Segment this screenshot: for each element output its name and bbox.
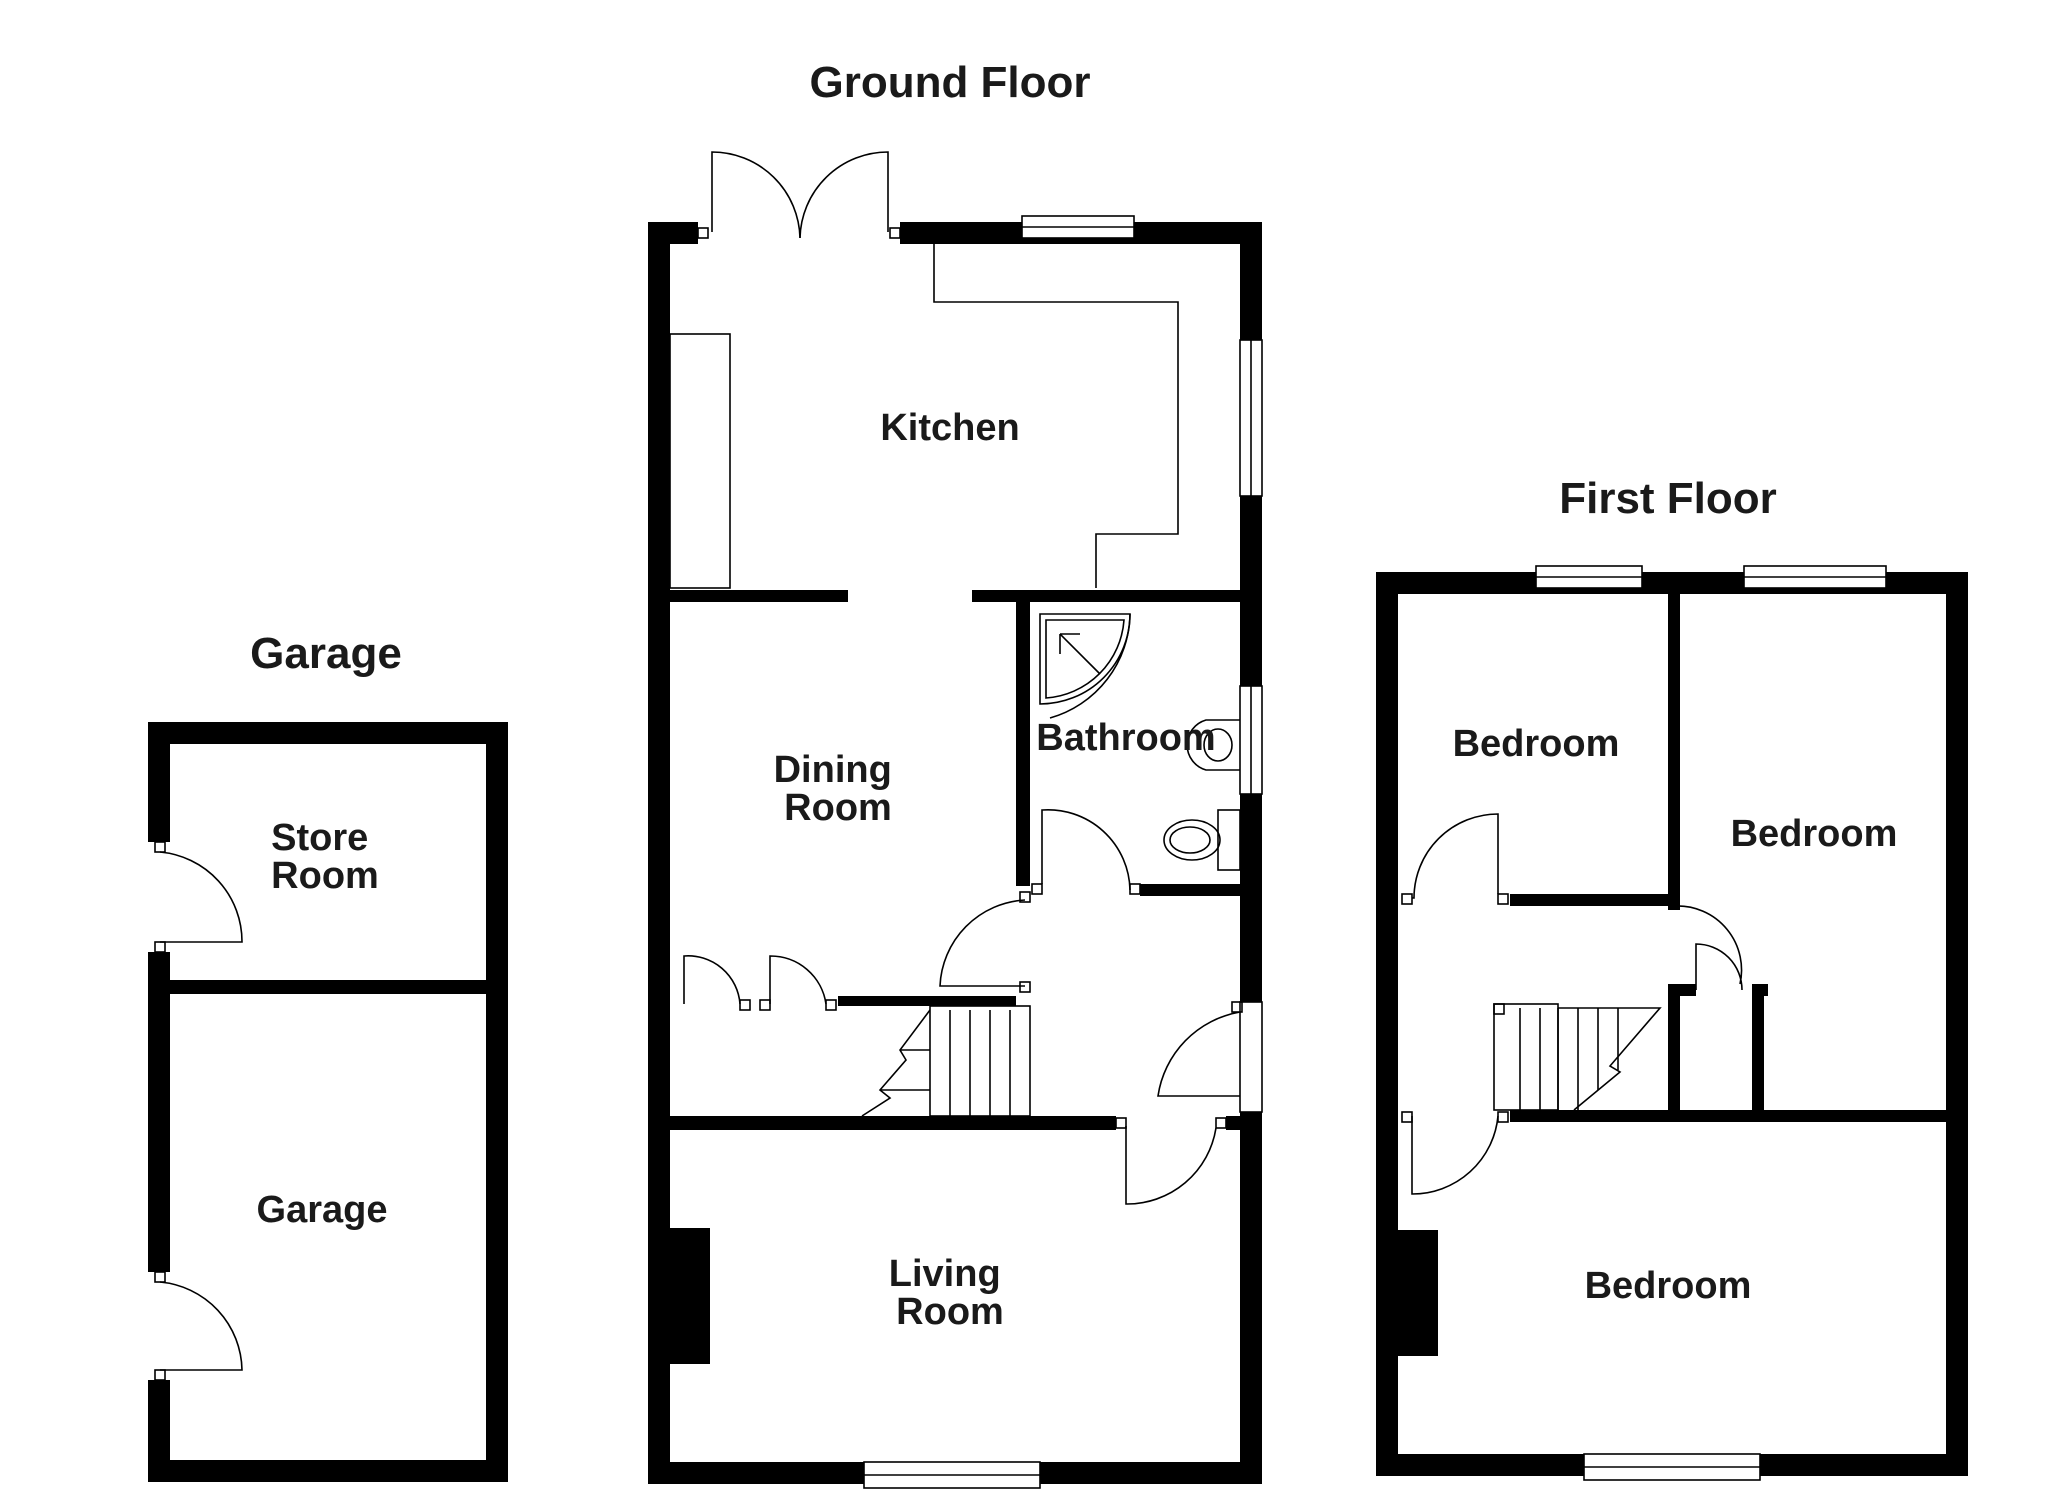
bedroom-3-label: Bedroom [1585, 1265, 1752, 1307]
first-floor-plan [1376, 565, 1968, 1481]
bathroom-label: Bathroom [1036, 717, 1215, 759]
living-room-label: Living Room [889, 1253, 1011, 1333]
first-floor-heading: First Floor [1559, 474, 1777, 523]
garage-heading: Garage [250, 629, 402, 678]
ground-floor-stairs [861, 1005, 1031, 1117]
garage-building [148, 722, 508, 1482]
first-floor-stairs [1493, 1003, 1662, 1111]
bedroom-1-label: Bedroom [1453, 723, 1620, 765]
store-room-label: Store Room [271, 817, 379, 897]
ground-floor-plan [648, 151, 1263, 1489]
dining-room-label: Dining Room [774, 749, 903, 829]
kitchen-label: Kitchen [880, 407, 1019, 449]
garage-room-label: Garage [257, 1189, 388, 1231]
bedroom-2-label: Bedroom [1731, 813, 1898, 855]
ground-floor-heading: Ground Floor [809, 58, 1090, 107]
